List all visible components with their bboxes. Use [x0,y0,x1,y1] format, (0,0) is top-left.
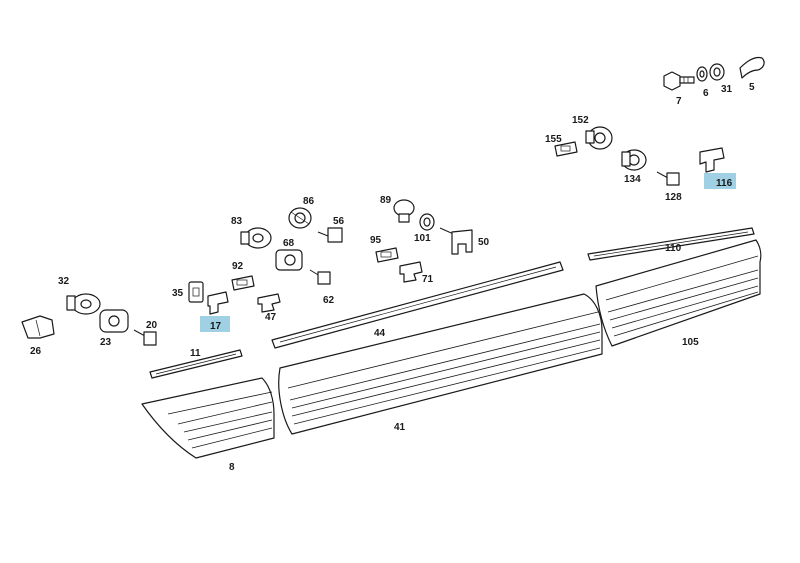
part-6-washer [696,66,708,82]
callout-68: 68 [283,238,295,249]
part-8-front-panel [141,377,275,459]
part-35-clip [188,281,204,303]
callout-116: 116 [716,178,733,189]
part-71-bracket [399,261,423,283]
callout-86: 86 [303,196,315,207]
part-31-nut [709,63,725,81]
callout-95: 95 [370,235,382,246]
part-95-clip [375,247,399,263]
part-83-grommet [240,227,272,249]
part-7-bolt [663,71,695,91]
callout-155: 155 [545,134,562,145]
part-89-plug [393,199,415,223]
part-134-grommet [621,149,647,171]
callout-20: 20 [146,320,158,331]
part-20-screw [133,329,157,346]
part-26-clip [21,315,55,339]
callout-8: 8 [229,462,235,473]
callout-128: 128 [665,192,682,203]
callout-101: 101 [414,233,431,244]
callout-47: 47 [265,312,277,323]
part-152-grommet [585,126,613,150]
highlight-17 [200,316,230,332]
callout-31: 31 [721,84,733,95]
highlight-116 [704,173,736,189]
part-86-fastener [288,207,312,229]
callout-83: 83 [231,216,243,227]
part-68-grommet [275,249,303,271]
callout-105: 105 [682,337,699,348]
part-50-stud [439,227,473,255]
callout-62: 62 [323,295,335,306]
callout-5: 5 [749,82,755,93]
callout-110: 110 [665,243,682,254]
callout-56: 56 [333,216,345,227]
callout-35: 35 [172,288,184,299]
part-17-bracket [207,291,229,315]
callout-11: 11 [190,348,201,359]
part-105-rear-panel [595,239,762,347]
callout-89: 89 [380,195,392,206]
part-44-trim-strip [271,261,564,349]
part-92-clip [231,275,255,291]
part-11-trim-strip [149,349,243,379]
callout-6: 6 [703,88,709,99]
part-32-grommet [66,293,101,315]
part-128-screw [656,171,680,186]
callout-23: 23 [100,337,112,348]
part-56-clip [317,227,343,243]
part-62-screw [309,269,331,285]
part-47-clip [257,293,281,313]
part-23-grommet [99,309,129,333]
callout-41: 41 [394,422,406,433]
callout-50: 50 [478,237,490,248]
callout-32: 32 [58,276,70,287]
part-116-bracket [699,147,725,173]
callout-71: 71 [422,274,434,285]
callout-7: 7 [676,96,682,107]
callout-26: 26 [30,346,42,357]
part-5-hose [739,56,765,79]
callout-134: 134 [624,174,641,185]
callout-44: 44 [374,328,386,339]
callout-17: 17 [210,321,222,332]
part-41-center-panel [278,293,603,435]
callout-92: 92 [232,261,244,272]
part-110-trim-strip [587,227,755,261]
part-101-washer [419,213,435,231]
part-155-clip [554,141,578,157]
callout-152: 152 [572,115,589,126]
